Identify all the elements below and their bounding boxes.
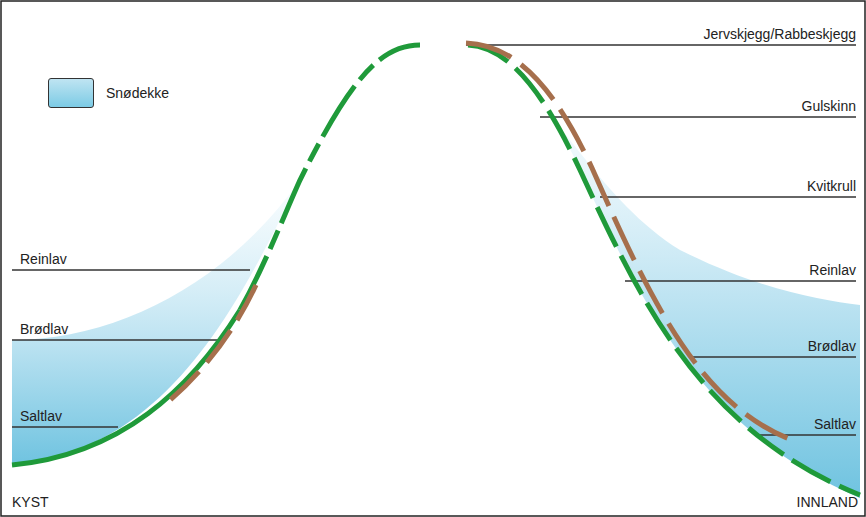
legend-text: Snødekke [106, 85, 169, 101]
lichen-band [466, 43, 792, 440]
species-label: Saltlav [814, 416, 856, 432]
species-label: Reinlav [20, 251, 67, 267]
legend-swatch [48, 78, 94, 108]
snow-cover-inland [520, 90, 860, 498]
species-label: Kvitkrull [807, 178, 856, 194]
lichen-band [168, 285, 256, 402]
species-label: Brødlav [20, 321, 68, 337]
species-label: Reinlav [809, 262, 856, 278]
species-label: Jervskjegg/Rabbeskjegg [703, 26, 856, 42]
region-label: INNLAND [797, 494, 858, 510]
ground-line-dashed [468, 45, 860, 495]
ground-line-dashed [240, 45, 420, 310]
leader-lines [12, 45, 856, 435]
ground-line [12, 310, 240, 465]
species-label: Brødlav [808, 338, 856, 354]
species-label: Saltlav [20, 408, 62, 424]
snow-cover-coast [12, 180, 300, 465]
region-label: KYST [12, 494, 49, 510]
species-label: Gulskinn [802, 98, 856, 114]
